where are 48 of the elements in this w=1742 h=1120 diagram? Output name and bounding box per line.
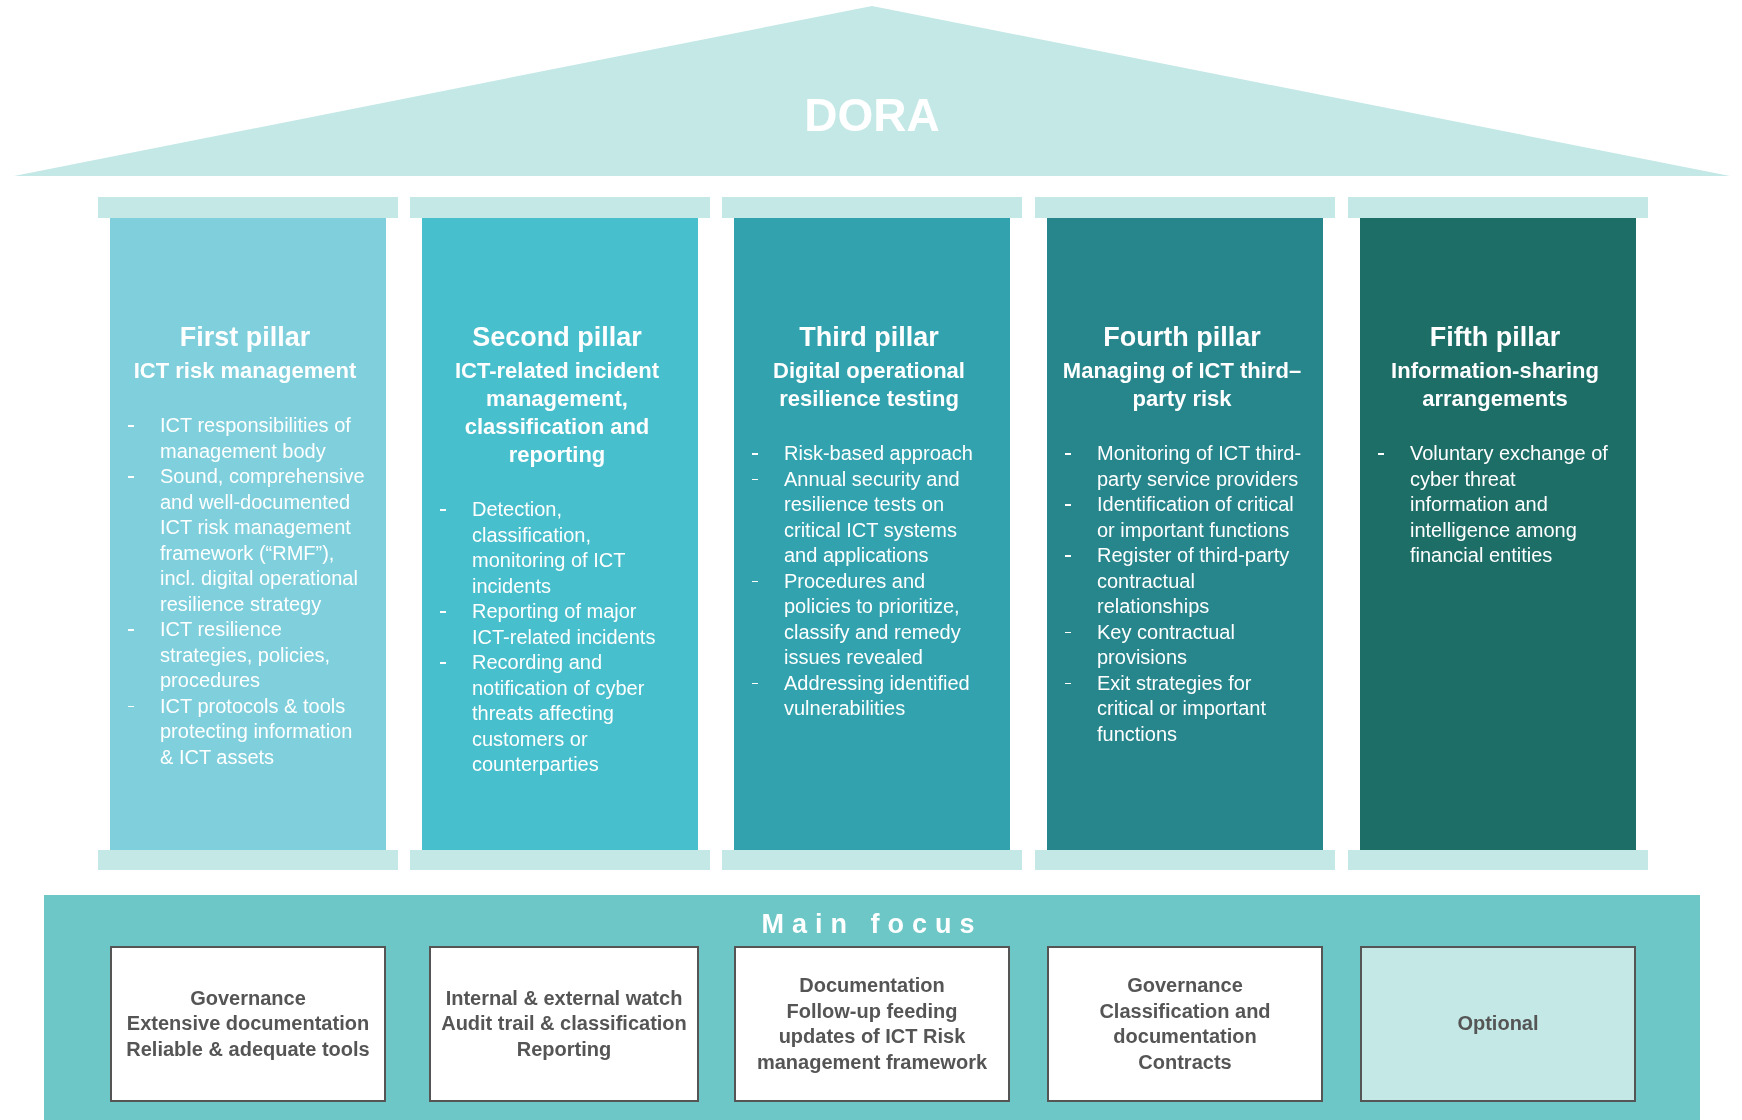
focus-text: Internal & external watch bbox=[445, 985, 683, 1011]
bullet-text: Sound, comprehensive and well-documented ICT risk management framework (“RMF”), incl. digital operational resilience strategy bbox=[160, 465, 365, 615]
bullet-text: Monitoring of ICT third-party service providers bbox=[1097, 442, 1302, 490]
bullet-text: Key contractual provisions bbox=[1097, 620, 1235, 668]
focus-text: Reliable & adequate tools bbox=[126, 1036, 370, 1062]
focus-text: Documentation bbox=[799, 973, 945, 998]
pillar-subtitle: Managing of ICT third–party risk bbox=[1061, 357, 1303, 413]
focus-box bbox=[734, 946, 1010, 1102]
bullet-text: ICT responsibilities of management body bbox=[160, 414, 351, 462]
bullet-text: Register of third-party contractual relationships bbox=[1097, 544, 1290, 617]
focus-text: Extensive documentation bbox=[126, 1011, 370, 1037]
focus-box bbox=[1360, 946, 1636, 1102]
bullet-text: Addressing identified vulnerabilities bbox=[784, 671, 970, 719]
focus-text: Reporting bbox=[516, 1036, 612, 1062]
roof-title: DORA bbox=[804, 88, 940, 142]
focus-text: Governance bbox=[1127, 973, 1243, 998]
pillar-subtitle: ICT-related incident management, classification and reporting bbox=[453, 357, 661, 469]
bullet-text: ICT resilience strategies, policies, procedures bbox=[160, 618, 331, 691]
bullet-text: Risk-based approach bbox=[784, 442, 973, 464]
pillar-subtitle: ICT risk management bbox=[132, 357, 358, 385]
focus-text: Classification and documentation bbox=[1098, 998, 1272, 1049]
focus-box bbox=[1047, 946, 1323, 1102]
pillar-subtitle: Digital operational resilience testing bbox=[772, 357, 966, 413]
focus-box bbox=[110, 946, 386, 1102]
focus-text: Follow-up feeding updates of ICT Risk management framework bbox=[755, 998, 989, 1075]
bullet-text: Annual security and resilience tests on critical ICT systems and applications bbox=[784, 467, 960, 566]
band-title: Main focus bbox=[761, 909, 983, 940]
focus-text: Governance bbox=[190, 985, 306, 1011]
pillar-title: First pillar bbox=[178, 322, 312, 353]
pillar-title: Fourth pillar bbox=[1102, 322, 1262, 353]
pillar-subtitle: Information-sharing arrangements bbox=[1390, 357, 1600, 413]
bullet-text: Reporting of major ICT-related incidents bbox=[472, 600, 656, 648]
pillar-title: Fifth pillar bbox=[1428, 322, 1562, 353]
bullet-text: Voluntary exchange of cyber threat information and intelligence among financial entities bbox=[1410, 442, 1608, 566]
bullet-text: Procedures and policies to prioritize, classify and remedy issues revealed bbox=[784, 569, 961, 668]
focus-box bbox=[429, 946, 699, 1102]
bullet-text: Identification of critical or important functions bbox=[1097, 493, 1294, 541]
focus-text: Contracts bbox=[1138, 1049, 1232, 1075]
bullet-text: Detection, classification, monitoring of ICT incidents bbox=[472, 498, 626, 597]
bullet-text: Exit strategies for critical or important functions bbox=[1097, 671, 1266, 745]
pillar-title: Second pillar bbox=[471, 322, 643, 353]
focus-band bbox=[44, 895, 1700, 1120]
roof bbox=[14, 6, 1730, 176]
bullet-text: ICT protocols & tools protecting information & ICT assets bbox=[160, 694, 353, 768]
focus-text: Optional bbox=[1457, 1011, 1539, 1037]
focus-text: Audit trail & classification bbox=[441, 1011, 687, 1037]
bullet-text: Recording and notification of cyber threats affecting customers or counterparties bbox=[472, 651, 645, 775]
pillar-title: Third pillar bbox=[798, 322, 940, 353]
